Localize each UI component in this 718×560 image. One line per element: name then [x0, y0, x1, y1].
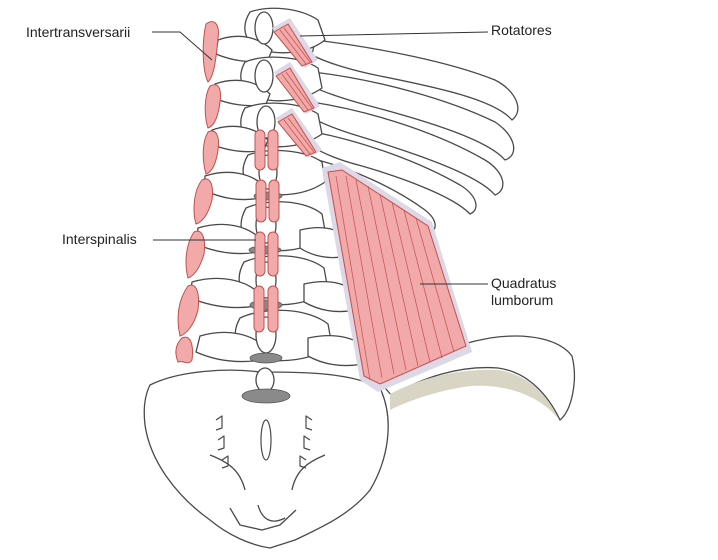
sacral-foramina: [215, 415, 313, 469]
label-quadratus-line1: Quadratus: [491, 275, 557, 291]
label-interspinalis: Interspinalis: [62, 231, 137, 247]
label-intertransversarii: Intertransversarii: [26, 24, 131, 40]
label-quadratus-line2: lumborum: [491, 292, 554, 308]
intertransversarii-muscle: [175, 21, 221, 364]
leader-intertransversarii: [152, 31, 213, 61]
label-quadratus-lumborum: Quadratus lumborum: [491, 275, 556, 309]
leader-lines: [152, 31, 489, 285]
interspinalis-muscle: [253, 129, 280, 333]
label-rotatores: Rotatores: [491, 22, 552, 38]
rotatores-muscle: [272, 18, 322, 158]
leader-rotatores: [299, 31, 489, 37]
quadratus-lumborum-muscle: [322, 162, 472, 392]
